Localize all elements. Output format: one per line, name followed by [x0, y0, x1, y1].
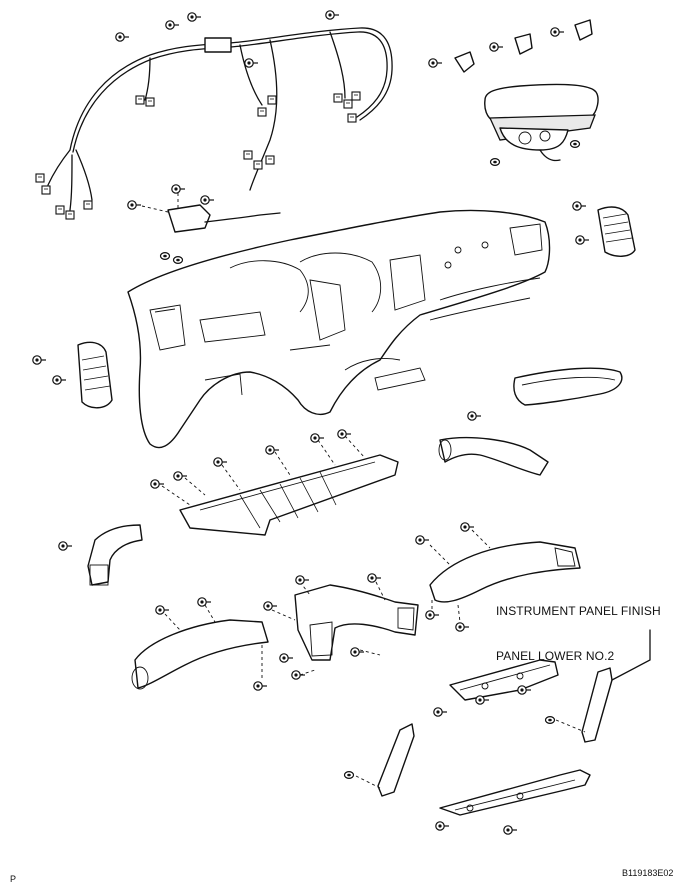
bracket-with-cable [127, 184, 281, 264]
side-register-right [572, 201, 636, 257]
airbag-brackets [428, 19, 593, 73]
page-marker: P [10, 874, 17, 884]
duct-left-elbow [58, 524, 143, 586]
callout-label: INSTRUMENT PANEL FINISH PANEL LOWER NO.2 [496, 574, 661, 679]
duct-right-lower [415, 522, 581, 632]
middle-duct [263, 573, 419, 680]
passenger-airbag-assembly [484, 83, 599, 166]
figure-code: B119183E02 [622, 868, 674, 878]
instrument-panel [127, 209, 551, 449]
panel-finish-strip [513, 367, 623, 406]
lower-left-duct [131, 597, 294, 691]
callout-line-2: PANEL LOWER NO.2 [496, 649, 615, 663]
center-duct [150, 429, 399, 536]
callout-line-1: INSTRUMENT PANEL FINISH [496, 604, 661, 618]
duct-right-upper [438, 411, 549, 476]
wire-harness [35, 27, 393, 220]
lower-brackets [343, 629, 651, 835]
side-register-left [32, 341, 113, 409]
